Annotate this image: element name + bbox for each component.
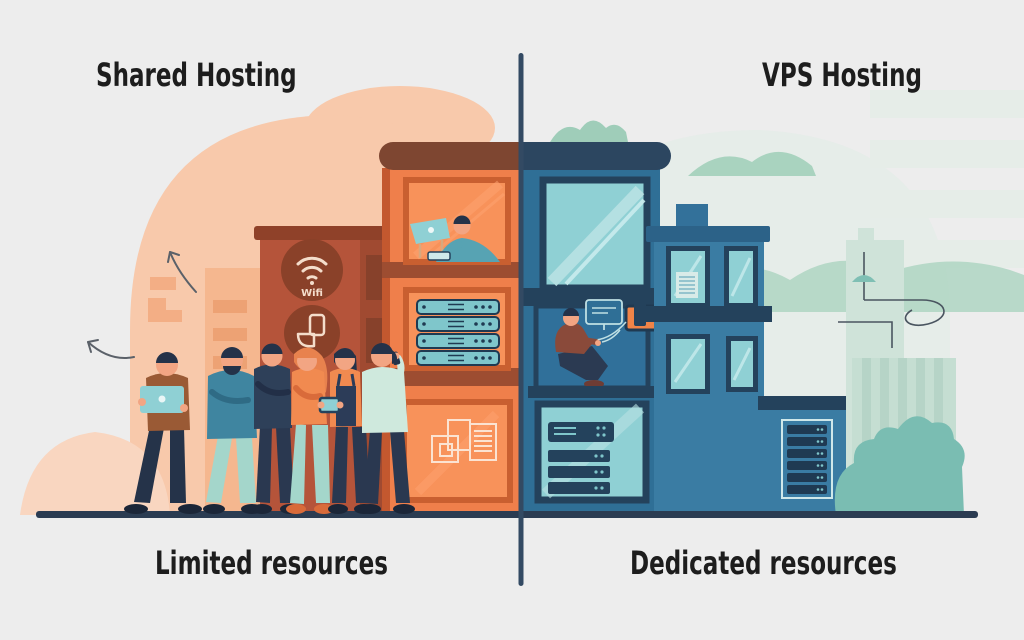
person-orange-hair (286, 347, 334, 514)
ground-line (36, 511, 978, 518)
bush-dark (834, 416, 965, 515)
divider-line (518, 53, 524, 586)
shared-hosting-title: Shared Hosting (96, 56, 297, 94)
shared-window-docs (401, 399, 513, 503)
arrow-up-icon (167, 251, 197, 293)
laptop-icon (140, 386, 184, 413)
document-icon (431, 419, 497, 463)
vps-roof-bar (521, 142, 671, 170)
vps-hosting-title: VPS Hosting (762, 56, 922, 94)
server-rack-icon (781, 419, 833, 499)
server-rack-icon (416, 299, 500, 366)
limited-resources-caption: Limited resources (155, 544, 388, 582)
wifi-label: Wifi (301, 288, 323, 299)
person-laptop (124, 352, 202, 514)
dedicated-resources-caption: Dedicated resources (630, 544, 897, 582)
shared-window-worker (403, 177, 511, 265)
peach-blob-bottom-left (20, 432, 170, 515)
shared-building (379, 142, 521, 515)
worker-person (427, 215, 500, 262)
vps-window-user (528, 299, 662, 398)
blue-building-windows (666, 246, 758, 394)
document-icon (676, 272, 698, 298)
vps-window-glass (539, 176, 651, 292)
shared-window-servers (403, 287, 511, 371)
arrow-left-icon (87, 339, 135, 359)
vps-window-servers (534, 400, 650, 504)
monitor-icon (585, 299, 623, 330)
app-shape-icon (284, 305, 340, 361)
blue-building-rack-wing (758, 396, 850, 515)
people-group (124, 343, 415, 514)
wifi-icon: Wifi (281, 239, 343, 301)
server-rack-icon (548, 422, 614, 494)
right-blue-building (634, 204, 850, 515)
far-right-scenery (834, 228, 965, 515)
lamp-icon (838, 252, 945, 348)
shared-roof-bar (379, 142, 521, 170)
person-phone (359, 343, 415, 514)
mountain-mid (688, 151, 816, 176)
vps-building (521, 142, 671, 515)
person-teal-jacket (203, 347, 263, 514)
person-navy (252, 343, 300, 514)
person-tablet (317, 348, 374, 514)
sitting-person (555, 308, 608, 388)
